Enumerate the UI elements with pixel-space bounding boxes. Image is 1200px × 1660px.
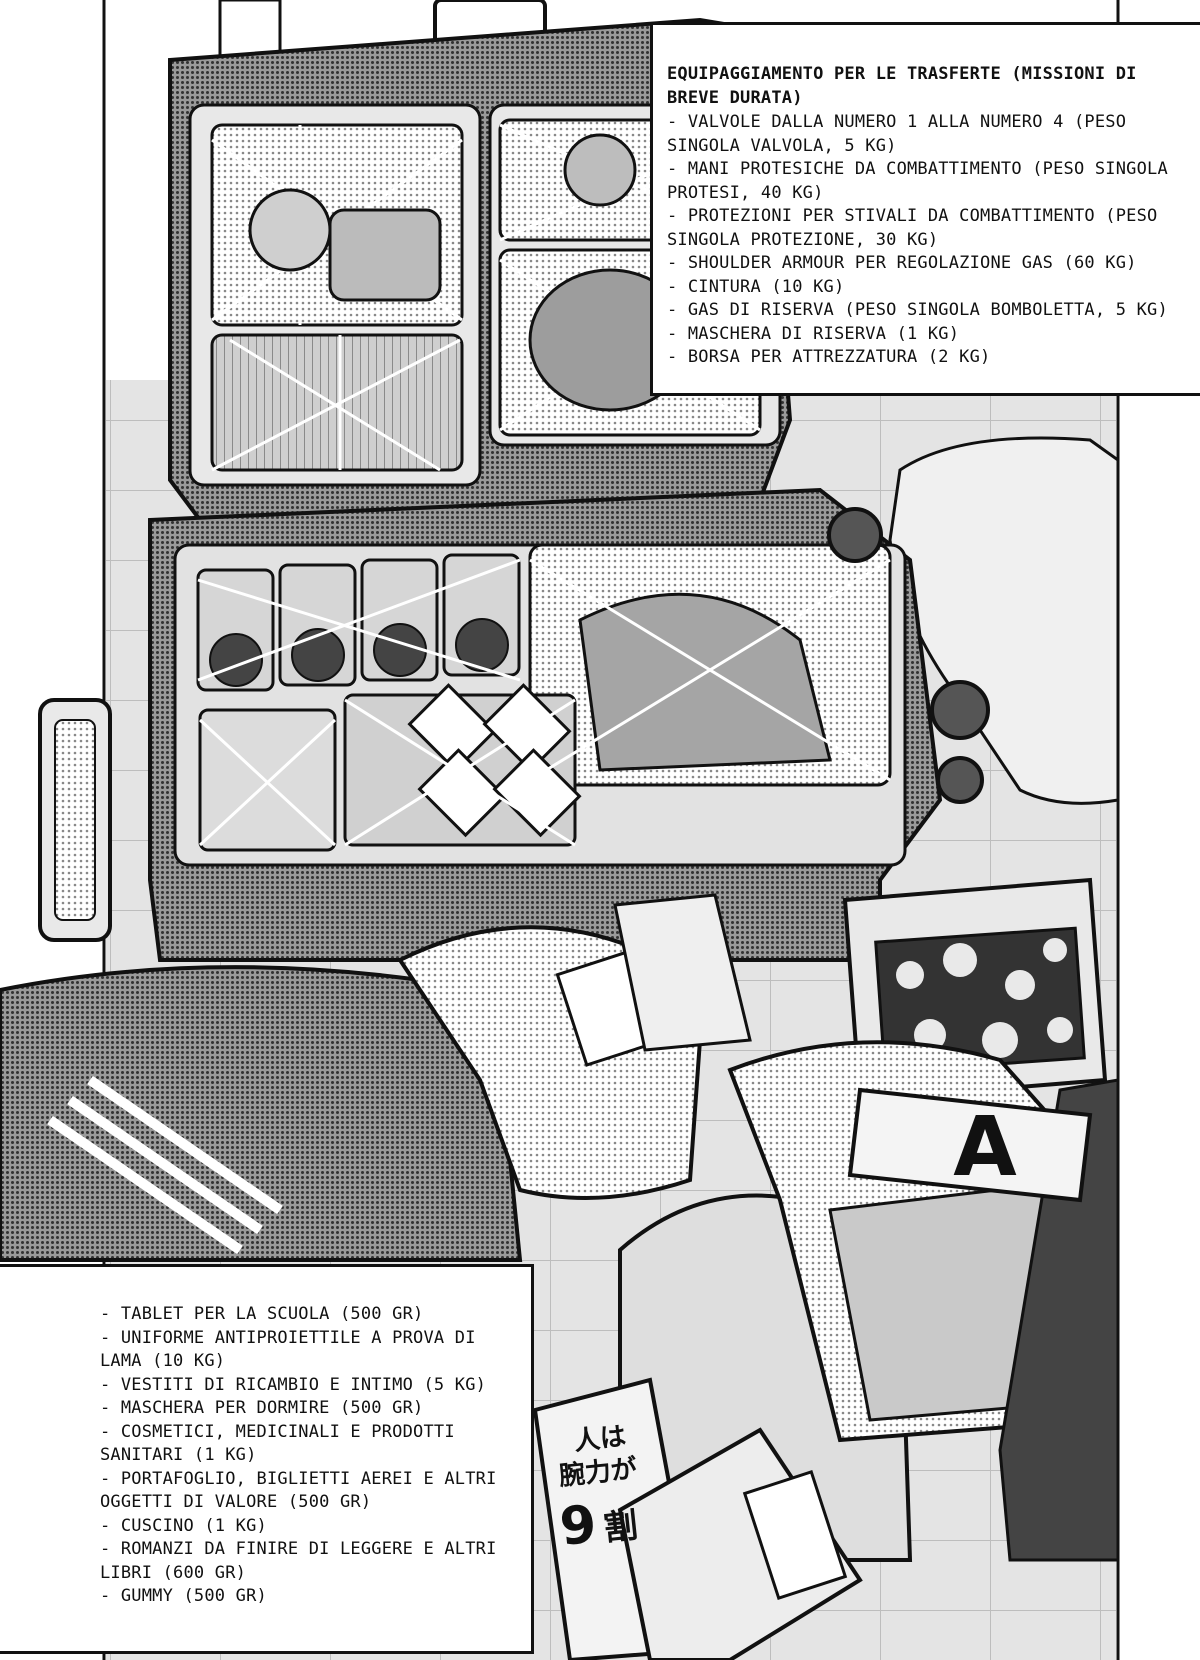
list-item: - GUMMY (500 GR)	[100, 1586, 267, 1606]
list-item: - CUSCINO (1 KG)	[100, 1515, 267, 1536]
book-title-suffix: 割	[602, 1506, 640, 1549]
list-item: - MASCHERA PER DORMIRE (500 GR)	[100, 1398, 424, 1418]
list-item: - PROTEZIONI PER STIVALI DA COMBATTIMENT…	[667, 206, 1168, 250]
personal-items-list: - TABLET PER LA SCUOLA (500 GR) - UNIFOR…	[100, 1303, 519, 1609]
caption-title: EQUIPAGGIAMENTO PER LE TRASFERTE (MISSIO…	[667, 64, 1148, 108]
list-item: - VESTITI DI RICAMBIO E INTIMO (5 KG)	[100, 1374, 487, 1395]
list-item: - COSMETICI, MEDICINALI E PRODOTTI SANIT…	[100, 1421, 466, 1466]
book-stack	[532, 1377, 863, 1660]
travel-equipment-list: - VALVOLE DALLA NUMERO 1 ALLA NUMERO 4 (…	[667, 111, 1196, 370]
book-number: 9	[557, 1494, 599, 1557]
list-item: - VALVOLE DALLA NUMERO 1 ALLA NUMERO 4 (…	[667, 112, 1137, 156]
list-item: - MANI PROTESICHE DA COMBATTIMENTO (PESO…	[667, 159, 1179, 203]
book-title-line1: 人は	[573, 1422, 628, 1457]
list-item: - PORTAFOGLIO, BIGLIETTI AEREI E ALTRI O…	[100, 1468, 507, 1513]
list-item: - SHOULDER ARMOUR PER REGOLAZIONE GAS (6…	[667, 253, 1137, 273]
armband	[847, 1087, 1093, 1203]
list-item: - ROMANZI DA FINIRE DI LEGGERE E ALTRI L…	[100, 1539, 507, 1583]
suitcase-base	[38, 487, 990, 962]
gummy-bag	[613, 893, 752, 1052]
list-item: - TABLET PER LA SCUOLA (500 GR)	[100, 1304, 424, 1324]
caption-box-travel-equipment: EQUIPAGGIAMENTO PER LE TRASFERTE (MISSIO…	[650, 22, 1200, 396]
caption-box-personal-items: - TABLET PER LA SCUOLA (500 GR) - UNIFOR…	[0, 1264, 534, 1654]
armband-letter: A	[953, 1100, 1017, 1195]
list-item: - CINTURA (10 KG)	[667, 276, 845, 297]
list-item: - MASCHERA DI RISERVA (1 KG)	[667, 323, 960, 344]
list-item: - GAS DI RISERVA (PESO SINGOLA BOMBOLETT…	[667, 300, 1168, 320]
list-item: - UNIFORME ANTIPROIETTILE A PROVA DI LAM…	[100, 1327, 487, 1372]
list-item: - BORSA PER ATTREZZATURA (2 KG)	[667, 347, 991, 367]
